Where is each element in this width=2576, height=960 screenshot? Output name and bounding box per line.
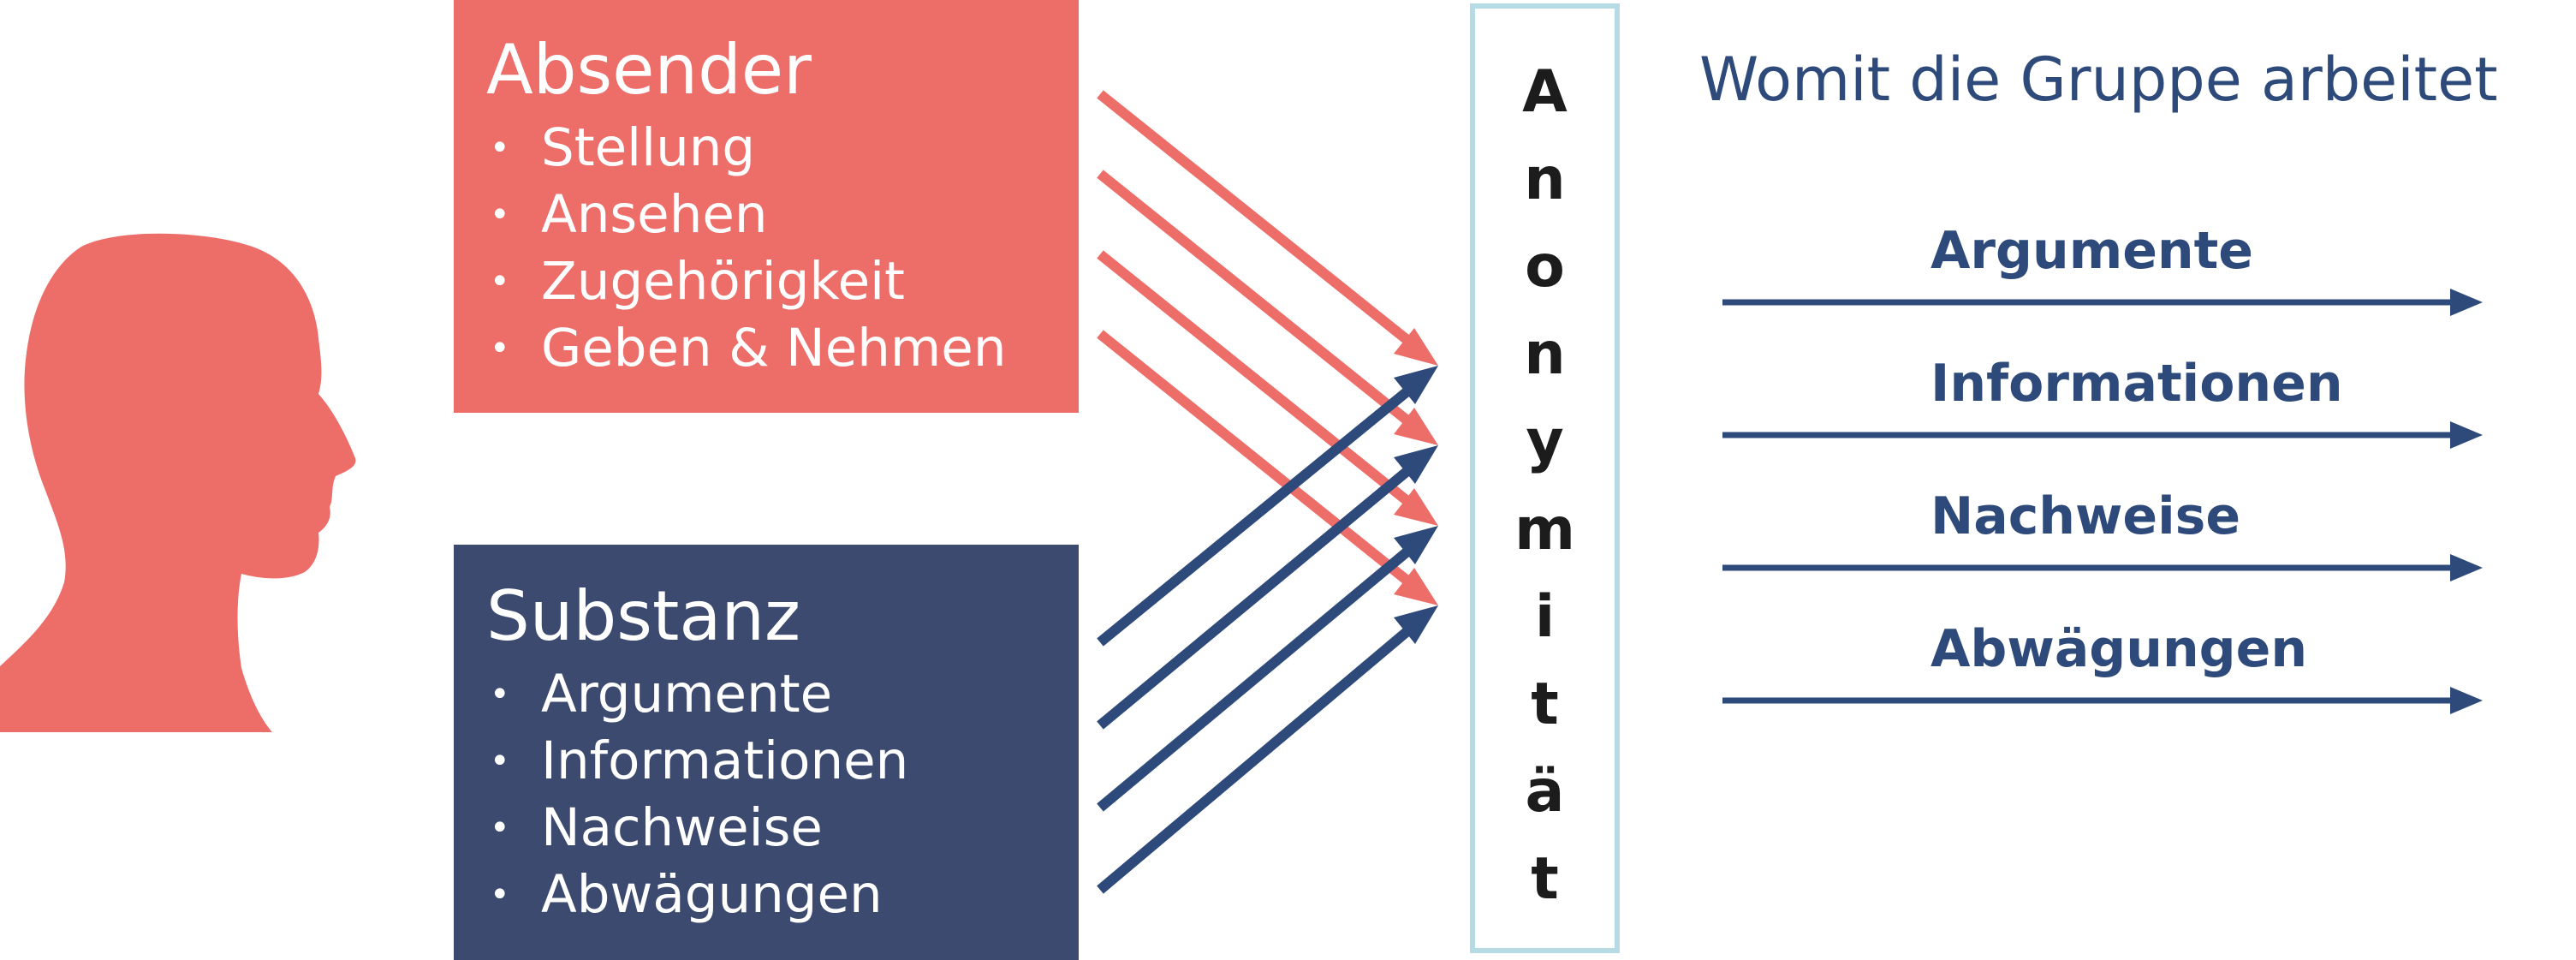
sender-arrow-line [1097,170,1416,429]
substance-box: Substanz • Argumente • Informationen • Nach… [454,545,1079,960]
anonymity-letter: A [1522,58,1568,126]
sender-arrow-head [1394,328,1438,366]
sender-item: • Zugehörigkeit [486,248,1079,315]
group-item-label: Nachweise [1931,486,2241,546]
substance-arrow-head [1394,605,1438,644]
sender-arrow-head [1394,488,1438,526]
sender-item: • Ansehen [486,182,1079,248]
substance-arrow-line [1097,623,1416,894]
sender-item: • Stellung [486,115,1079,182]
substance-item: • Informationen [486,728,1079,795]
head-silhouette-icon [0,233,356,732]
anonymity-letter: o [1525,233,1565,301]
substance-arrow-line [1097,462,1416,730]
sender-list: • Stellung • Ansehen • Zugehörigkeit • Geben… [486,115,1079,382]
bullet-icon: • [490,195,510,235]
substance-item: • Nachweise [486,795,1079,862]
group-heading: Womit die Gruppe arbeitet [1699,45,2498,115]
head-silhouette-shape [0,233,356,732]
sender-item-label: Geben & Nehmen [541,318,1007,379]
bullet-icon: • [490,875,510,915]
sender-arrow-line [1097,250,1416,510]
substance-arrow-head [1394,526,1438,564]
substance-item: • Argumente [486,661,1079,728]
sender-arrows [1097,90,1438,605]
substance-item: • Abwägungen [486,862,1079,928]
group-item-label: Argumente [1931,221,2253,281]
substance-item-label: Informationen [541,730,909,791]
group-arrow-head [2450,554,2483,581]
substance-arrow-line [1097,383,1416,647]
bullet-icon: • [490,675,510,714]
bullet-icon: • [490,808,510,848]
substance-arrow-head [1394,445,1438,484]
sender-title: Absender [486,30,812,110]
bullet-icon: • [490,262,510,301]
sender-item-label: Zugehörigkeit [541,251,905,312]
substance-arrow-head [1394,366,1438,404]
substance-list: • Argumente • Informationen • Nachweise • Ab… [486,661,1079,928]
bullet-icon: • [490,742,510,781]
sender-arrow-line [1097,90,1416,349]
anonymity-letter: t [1531,844,1559,913]
sender-arrow-line [1097,330,1416,589]
substance-item-label: Abwägungen [541,864,883,925]
group-arrow-head [2450,289,2483,316]
sender-item: • Geben & Nehmen [486,315,1079,382]
group-arrows [1722,289,2483,714]
sender-item-label: Ansehen [541,184,768,245]
anonymity-box: A n o n y m i t ä t [1470,3,1620,953]
anonymity-letter: y [1526,408,1564,476]
substance-item-label: Nachweise [541,797,823,858]
sender-item-label: Stellung [541,117,756,178]
group-item-label: Abwägungen [1931,619,2308,679]
substance-title: Substanz [486,576,801,656]
anonymity-letter: m [1514,495,1575,563]
sender-arrow-head [1394,408,1438,445]
group-arrow-head [2450,687,2483,714]
group-arrow-head [2450,421,2483,449]
substance-arrow-line [1097,543,1416,812]
sender-box: Absender • Stellung • Ansehen • Zugehörigke… [454,0,1079,413]
sender-arrow-head [1394,568,1438,605]
anonymity-letter: t [1531,670,1559,738]
substance-arrows [1097,366,1438,894]
anonymity-letter: n [1524,320,1566,389]
anonymity-letter: n [1524,146,1566,214]
bullet-icon: • [490,329,510,368]
group-item-label: Informationen [1931,354,2343,414]
bullet-icon: • [490,128,510,168]
anonymity-letter: i [1534,582,1556,651]
anonymity-letter: ä [1525,757,1565,826]
substance-item-label: Argumente [541,664,833,724]
